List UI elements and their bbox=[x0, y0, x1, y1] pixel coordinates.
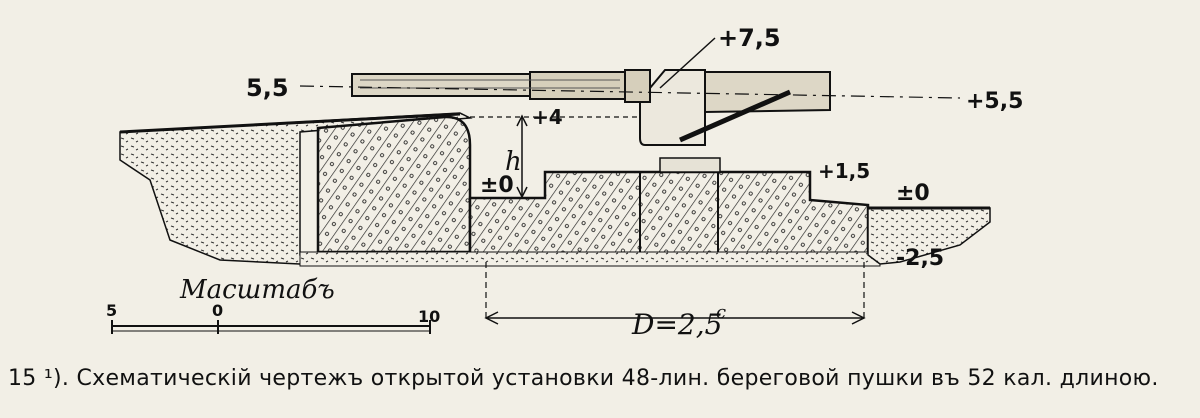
concrete-parapet bbox=[316, 115, 472, 254]
scale-tick-10: 10 bbox=[418, 307, 440, 326]
gun-barrel bbox=[351, 69, 651, 103]
figure-caption: 15 ¹). Схематическій чертежъ открытой ус… bbox=[8, 366, 1159, 391]
scale-tick-0: 0 bbox=[212, 301, 223, 320]
scale-tick-5: 5 bbox=[106, 301, 117, 320]
concrete-foundation bbox=[468, 170, 870, 257]
distance-dimension bbox=[484, 262, 866, 325]
label-ground-right: ±0 bbox=[896, 181, 930, 206]
label-distance: D=2,5 bbox=[631, 308, 722, 341]
label-distance-unit: с bbox=[716, 302, 726, 323]
gun-breech bbox=[704, 71, 831, 114]
scale-title: Масштабъ bbox=[179, 275, 335, 305]
label-breech-height: +7,5 bbox=[718, 24, 781, 52]
label-axis-height-right: +5,5 bbox=[966, 89, 1023, 114]
label-floor-left: ±0 bbox=[480, 173, 514, 198]
label-platform-height: +1,5 bbox=[818, 159, 870, 183]
label-muzzle-height: 5,5 bbox=[246, 74, 289, 102]
gun-pedestal bbox=[659, 157, 721, 173]
earth-bank-right bbox=[867, 207, 991, 265]
scale-bar: Масштабъ 5 0 10 bbox=[106, 275, 440, 334]
label-h: h bbox=[505, 147, 522, 177]
elevating-rod bbox=[679, 89, 791, 143]
earth-bottom bbox=[299, 251, 881, 267]
gun-emplacement-drawing: +7,5 5,5 +5,5 +4 h ±0 +1,5 ±0 -2,5 D=2,5… bbox=[106, 24, 1023, 341]
label-parapet-height: +4 bbox=[532, 105, 563, 129]
gun-axis-line bbox=[299, 85, 961, 99]
label-foundation-depth: -2,5 bbox=[896, 246, 944, 271]
